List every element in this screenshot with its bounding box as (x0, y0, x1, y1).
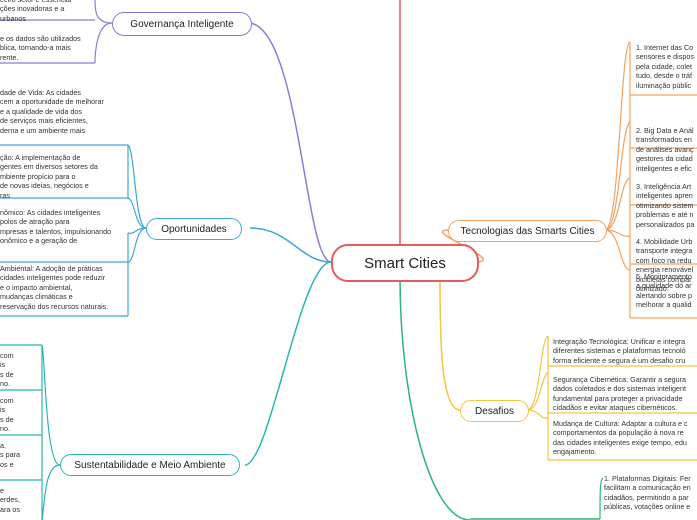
branch-desafios[interactable]: Desafios (460, 400, 529, 422)
tec-item-2: 2. Big Data e Anál transformados en de a… (636, 126, 694, 173)
oport-item-2: ção: A implementação de gentes em divers… (0, 153, 98, 200)
central-topic[interactable]: Smart Cities (331, 244, 479, 282)
gov-item-2: e os dados são utilizados blica, tornand… (0, 34, 81, 62)
sust-item-3: a, s para os e (0, 441, 20, 469)
plataformas-digitais-item: 1. Plataformas Digitais: Fer facilitam a… (604, 474, 691, 512)
branch-sustentabilidade[interactable]: Sustentabilidade e Meio Ambiente (60, 454, 240, 476)
desafio-item-3: Mudança de Cultura: Adaptar a cultura e … (553, 419, 688, 457)
desafio-item-1: Integração Tecnológica: Unificar e integ… (553, 337, 686, 365)
oport-item-4: Ambiental: A adoção de práticas cidades … (0, 264, 109, 311)
oport-item-3: nômico: As cidades inteligentes polos de… (0, 208, 112, 246)
tec-item-3: 3. Inteligência Art inteligentes apren o… (636, 182, 695, 229)
branch-governanca[interactable]: Governança Inteligente (112, 12, 252, 36)
oport-item-1: dade de Vida: As cidades cem a oportunid… (0, 88, 104, 135)
tec-item-5: 5. Monitoramento a qualidade do ar alert… (636, 272, 692, 310)
branch-tecnologias[interactable]: Tecnologias das Smarts Cities (448, 220, 607, 242)
gov-item-1: ceiro setor é essencial ções inovadoras … (0, 0, 72, 23)
tec-item-4: 4. Mobilidade Urb transporte integra com… (636, 237, 694, 294)
sust-item-2: com is s de no. (0, 396, 14, 434)
desafio-item-2: Segurança Cibernética: Garantir a segura… (553, 375, 687, 413)
sust-item-1: com is s de no. (0, 351, 14, 389)
branch-oportunidades[interactable]: Oportunidades (146, 218, 242, 240)
tec-item-1: 1. Internet das Co sensores e dispos pel… (636, 43, 694, 90)
sust-item-4: e erdes, ara os (0, 486, 20, 514)
